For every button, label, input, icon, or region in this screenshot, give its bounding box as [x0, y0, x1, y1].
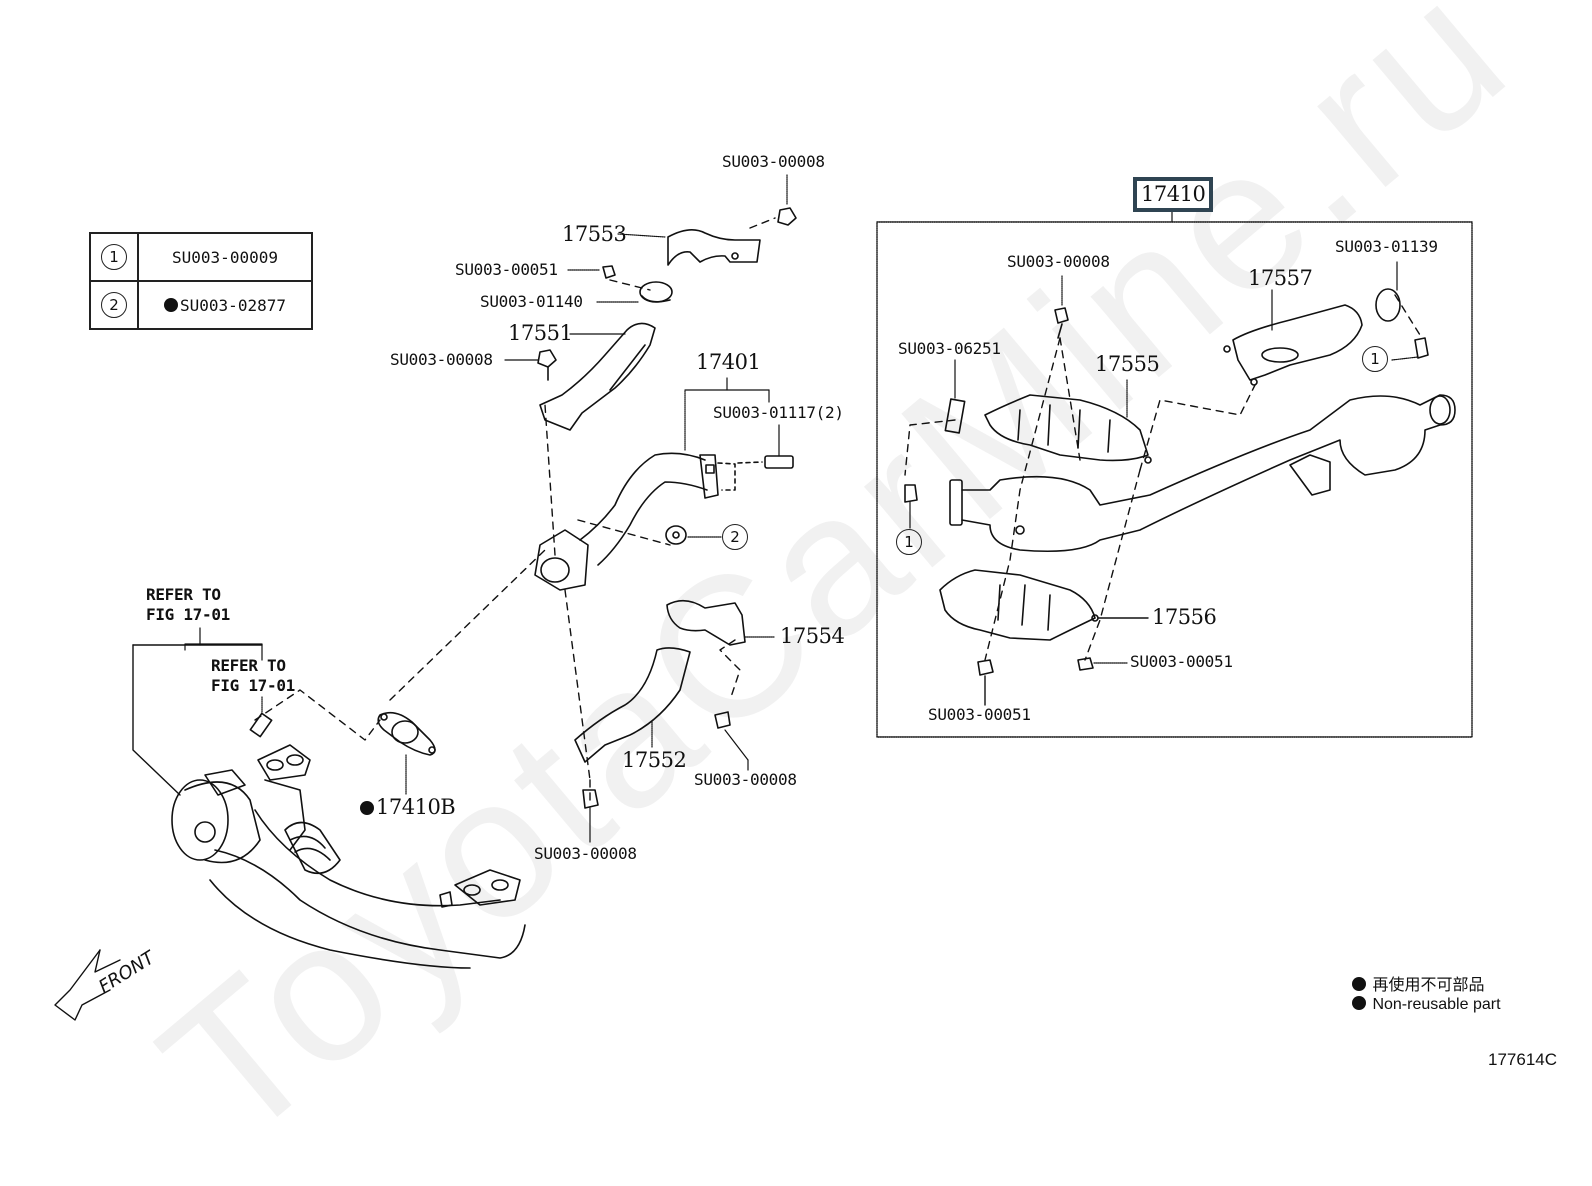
part-label-17401[interactable]: 17401 [696, 350, 761, 374]
figure-id: 177614C [1488, 1050, 1558, 1069]
part-label-nut[interactable]: SU003-00051 [928, 705, 1031, 724]
heat-insulator-17551 [504, 322, 656, 431]
front-pipe-17401 [534, 377, 794, 591]
clamp-su003-01139 [1375, 261, 1429, 361]
part-label-bolt[interactable]: SU003-00008 [722, 152, 825, 171]
part-label-17555[interactable]: 17555 [1095, 352, 1160, 376]
non-reusable-dot-icon [164, 297, 179, 312]
assembly-label-17410[interactable]: 17410 [1133, 177, 1214, 212]
gasket-17410b [377, 711, 436, 796]
legend-row: 1 SU003-00009 [89, 232, 313, 282]
catalytic-converter-pipe [949, 394, 1456, 552]
heat-insulator-17557 [1223, 289, 1363, 386]
callout-1: 1 [1362, 346, 1388, 372]
callout-1: 1 [896, 529, 922, 555]
callout-number: 2 [101, 292, 127, 318]
part-label-bolt[interactable]: SU003-00008 [390, 350, 493, 369]
part-label-nut[interactable]: SU003-00051 [1130, 652, 1233, 671]
non-reusable-dot-icon [1352, 996, 1366, 1010]
part-label-17551[interactable]: 17551 [508, 321, 573, 345]
refer-to-fig-link[interactable]: FIG 17-01 [146, 605, 230, 624]
part-label-17557[interactable]: 17557 [1248, 266, 1313, 290]
heat-insulator-17554 [666, 599, 776, 646]
part-label-17553[interactable]: 17553 [562, 222, 627, 246]
exhaust-manifold [171, 744, 526, 969]
part-label-bolt[interactable]: SU003-00008 [534, 844, 637, 863]
non-reusable-dot-icon [1352, 977, 1366, 991]
legend-note-jp: 再使用不可部品 [1352, 971, 1484, 995]
legend-row: 2 SU003-02877 [89, 280, 313, 330]
front-arrow-icon [54, 949, 121, 1021]
callout-2: 2 [722, 524, 748, 550]
part-label-stud[interactable]: SU003-01117(2) [713, 403, 844, 422]
part-label-clamp[interactable]: SU003-01140 [480, 292, 583, 311]
part-label-bolt[interactable]: SU003-00008 [1007, 252, 1110, 271]
assembly-box-17410 [876, 221, 1473, 738]
refer-to-label: REFER TO [146, 585, 221, 604]
exploded-parts-diagram [54, 174, 1473, 1021]
heat-shield-17555 [984, 379, 1152, 464]
part-label-bolt[interactable]: SU003-00008 [694, 770, 797, 789]
legend-note-en: Non-reusable part [1352, 996, 1501, 1014]
heat-insulator-17552 [574, 647, 749, 843]
refer-to-fig-link[interactable]: FIG 17-01 [211, 676, 295, 695]
refer-to-label: REFER TO [211, 656, 286, 675]
bracket-su003-06251 [904, 359, 966, 529]
legend-part-number[interactable]: SU003-00009 [137, 232, 313, 282]
callout-number: 1 [101, 244, 127, 270]
part-label-17554[interactable]: 17554 [780, 624, 845, 648]
part-label-clamp[interactable]: SU003-01139 [1335, 237, 1438, 256]
part-label-17410b[interactable]: 17410B [360, 796, 456, 819]
part-label-nut[interactable]: SU003-00051 [455, 260, 558, 279]
heat-shield-17556 [939, 569, 1149, 706]
part-label-bracket[interactable]: SU003-06251 [898, 339, 1001, 358]
nut-callout-2 [665, 525, 723, 545]
legend-part-number[interactable]: SU003-02877 [180, 295, 286, 315]
part-label-17556[interactable]: 17556 [1152, 605, 1217, 629]
part-label-17552[interactable]: 17552 [622, 748, 687, 772]
ref-stud [132, 627, 273, 796]
bolt-box [1054, 275, 1069, 339]
non-reusable-dot-icon [360, 801, 374, 815]
clamp-su003-01140 [567, 265, 673, 303]
heat-shield-17553 [617, 174, 797, 266]
fastener-legend-table: 1 SU003-00009 2 SU003-02877 [89, 232, 313, 330]
